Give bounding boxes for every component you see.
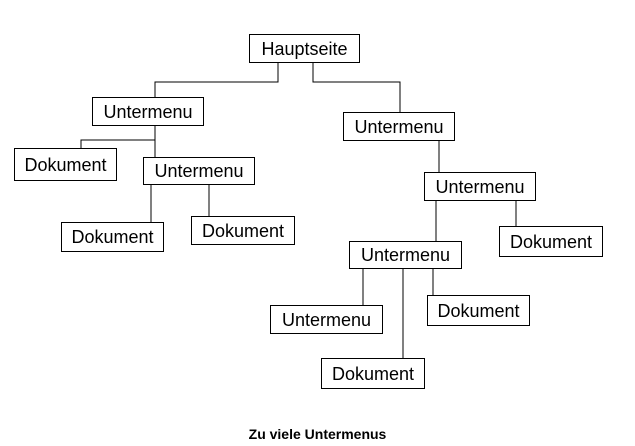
- connector-menu-left-to-doc-left-1: [80, 126, 156, 148]
- node-untermenu-left-2: Untermenu: [143, 157, 255, 185]
- node-untermenu-left: Untermenu: [92, 97, 204, 126]
- diagram-caption: Zu viele Untermenus: [248, 426, 387, 442]
- node-untermenu-right: Untermenu: [343, 112, 455, 141]
- node-dokument-right-2: Dokument: [499, 226, 603, 257]
- connector-root-to-menu-right: [312, 63, 401, 112]
- node-untermenu-right-2: Untermenu: [424, 172, 536, 201]
- node-dokument-left-1: Dokument: [14, 148, 117, 181]
- node-untermenu-right-4: Untermenu: [270, 305, 383, 334]
- node-hauptseite: Hauptseite: [249, 34, 360, 63]
- node-dokument-left-2b: Dokument: [191, 216, 295, 245]
- node-dokument-right-3b: Dokument: [321, 358, 425, 389]
- connector-root-to-menu-left: [154, 63, 279, 97]
- node-untermenu-right-3: Untermenu: [349, 241, 462, 269]
- node-dokument-right-3a: Dokument: [427, 295, 530, 326]
- node-dokument-left-2a: Dokument: [61, 222, 164, 252]
